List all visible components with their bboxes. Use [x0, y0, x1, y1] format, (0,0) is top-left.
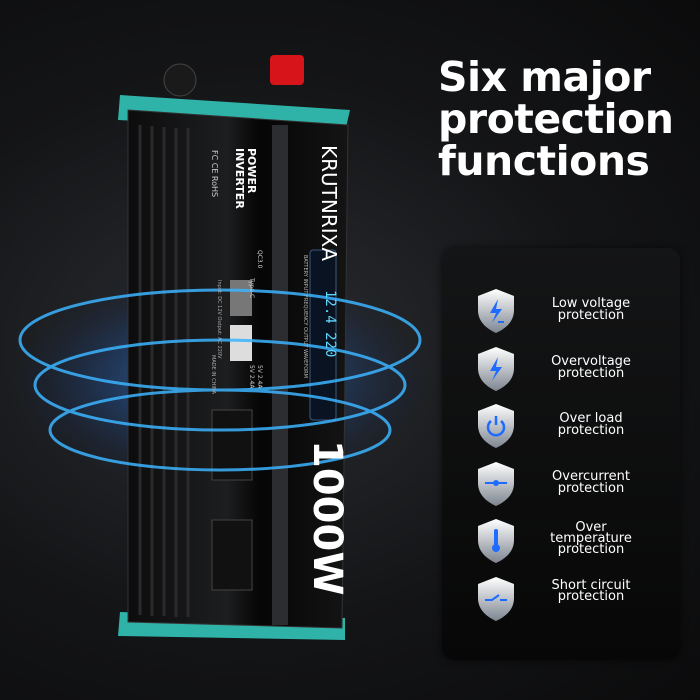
power-icon: [478, 404, 514, 448]
cert-marks: FC CE RoHS: [210, 150, 219, 197]
low-voltage-icon: [478, 289, 514, 333]
protection-label: Overvoltage protection: [551, 354, 631, 381]
negative-terminal: [163, 63, 197, 97]
protection-item: Short circuit protection: [442, 576, 680, 626]
protection-label: Over load protection: [557, 411, 625, 438]
product-name-1: POWER: [245, 148, 258, 194]
product-name-2: INVERTER: [233, 148, 246, 209]
protection-item: Low voltage protection: [442, 288, 680, 338]
usb-spec-1: 5V 2.4A: [256, 365, 263, 389]
ac-outlet-2: [211, 519, 253, 591]
inverter-body: [127, 109, 349, 629]
display-readout: 12.4 220: [322, 290, 338, 357]
heat-sink-fins: [138, 125, 190, 617]
usb-port-qc: [230, 325, 252, 361]
overcurrent-icon: [478, 462, 514, 506]
qc-label: QC3.0: [256, 250, 263, 269]
power-inverter-product-image: KRUTNRIXA POWER INVERTER FC CE RoHS 1000…: [10, 55, 430, 640]
protection-label: Low voltage protection: [551, 296, 631, 323]
protection-item: Overvoltage protection: [442, 346, 680, 396]
positive-terminal: [270, 55, 304, 85]
brand-logo: KRUTNRIXA: [317, 145, 341, 261]
usb-spec-2: 5V 2.4A: [248, 365, 255, 389]
thermometer-icon: [478, 519, 514, 563]
energy-rings: [18, 288, 422, 472]
typec-label: Type-C: [248, 277, 255, 298]
protection-item: Over temperature protection: [442, 518, 680, 568]
body-divider: [272, 125, 288, 625]
origin-label: MADE IN CHINA: [210, 355, 216, 395]
protection-label: Over temperature protection: [550, 520, 632, 557]
short-circuit-icon: [478, 577, 514, 621]
overvoltage-icon: [478, 347, 514, 391]
protection-item: Overcurrent protection: [442, 461, 680, 511]
io-spec: Input: DC 12V Output: AC 220V: [216, 280, 222, 359]
headline: Six major protection functions: [438, 53, 674, 185]
protection-item: Over load protection: [442, 403, 680, 453]
display-labels: BATTERY INPUT FREQUENCY OUTPUT WAVEFORM: [302, 255, 308, 378]
lcd-display: [309, 249, 337, 421]
protection-label: Overcurrent protection: [552, 469, 630, 496]
protection-label: Short circuit protection: [551, 578, 631, 604]
wattage-label: 1000W: [304, 440, 350, 595]
